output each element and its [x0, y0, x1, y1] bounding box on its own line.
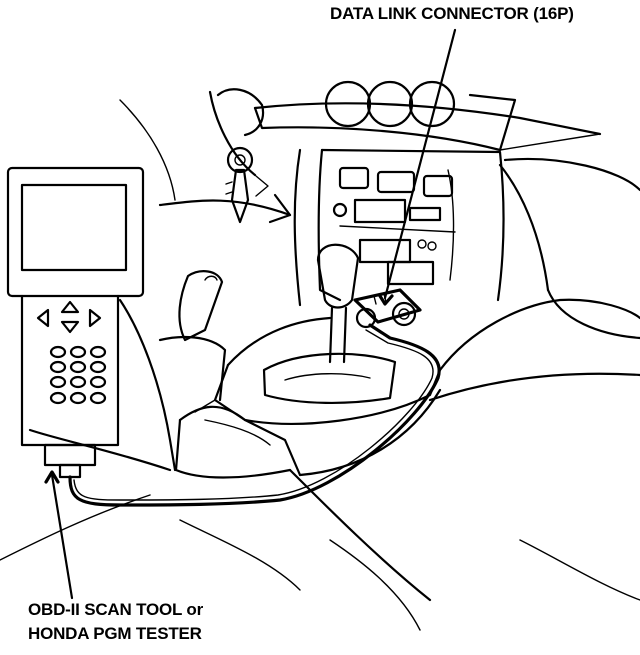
scan-tool-screen: [20, 183, 128, 272]
connector-arrowhead: [378, 294, 394, 306]
scan-tool-label-line2: HONDA PGM TESTER: [28, 624, 202, 643]
tool-arrowhead: [44, 470, 60, 484]
control-knob: [332, 202, 348, 218]
gauge-pod-right: [408, 80, 456, 128]
up-arrow-icon: [60, 300, 80, 314]
vent-center: [376, 170, 416, 194]
diagnostic-cable: [68, 323, 441, 507]
vent-right: [422, 174, 454, 198]
connector-leader-line: [383, 28, 457, 300]
tool-leader-line: [50, 473, 74, 600]
scan-tool-housing-top: [6, 166, 145, 298]
seats: [0, 157, 640, 631]
scan-tool: [6, 166, 145, 479]
keypad: [49, 345, 107, 405]
shift-gate: [262, 352, 397, 404]
down-arrow-icon: [60, 320, 80, 334]
radio-display: [353, 198, 407, 224]
scan-tool-plug: [43, 443, 97, 467]
gauge-pod-center: [366, 80, 414, 128]
parking-brake: [158, 270, 227, 402]
shift-knob: [316, 243, 360, 309]
left-arrow-icon: [36, 308, 50, 328]
gauge-pod-left: [324, 80, 372, 128]
data-link-connector: [353, 288, 422, 329]
ignition-key: [230, 168, 250, 224]
vent-left: [338, 166, 370, 190]
ignition-area: [216, 88, 292, 224]
center-console: [293, 148, 505, 307]
right-arrow-icon: [88, 308, 102, 328]
ignition-switch: [226, 146, 254, 174]
scan-tool-label-line1: OBD-II SCAN TOOL or: [28, 600, 204, 619]
data-link-connector-label: DATA LINK CONNECTOR (16P): [330, 4, 574, 23]
dashboard: [119, 80, 602, 217]
gear-shift: [262, 243, 397, 404]
